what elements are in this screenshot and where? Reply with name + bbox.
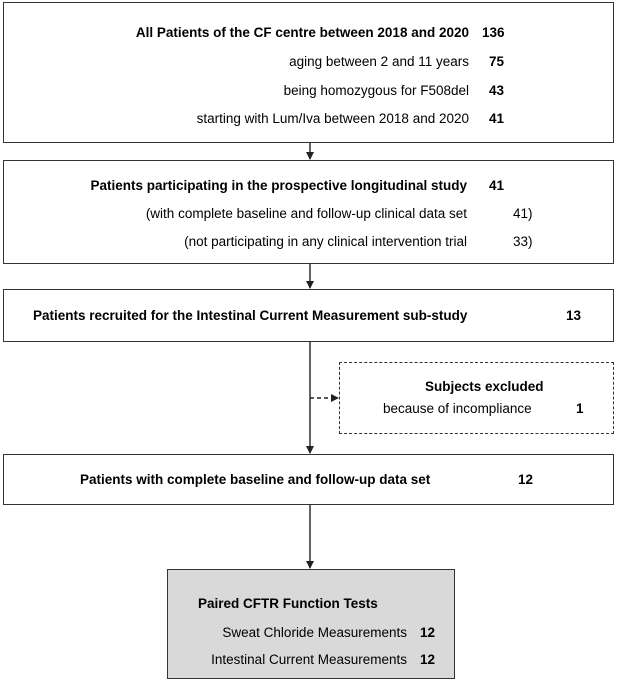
row-count: 13 bbox=[566, 308, 582, 323]
box-icm-substudy: Patients recruited for the Intestinal Cu… bbox=[3, 289, 614, 342]
row-count: 41 bbox=[489, 111, 505, 126]
row-count: 41 bbox=[489, 178, 505, 193]
box-complete-data: Patients with complete baseline and foll… bbox=[3, 454, 614, 505]
row-label: being homozygous for F508del bbox=[283, 83, 469, 98]
row-label: because of incompliance bbox=[383, 401, 532, 416]
row-count: 75 bbox=[489, 54, 505, 69]
row-label: Subjects excluded bbox=[425, 379, 544, 394]
row-count: 41) bbox=[513, 206, 533, 221]
row-count: 12 bbox=[420, 652, 436, 667]
box-all-patients: All Patients of the CF centre between 20… bbox=[3, 2, 614, 143]
row-label: Patients recruited for the Intestinal Cu… bbox=[33, 308, 468, 323]
row-count: 136 bbox=[482, 25, 505, 40]
row-count: 43 bbox=[489, 83, 505, 98]
row-label: aging between 2 and 11 years bbox=[289, 54, 469, 69]
box-longitudinal-study: Patients participating in the prospectiv… bbox=[3, 160, 614, 264]
row-count: 12 bbox=[420, 625, 436, 640]
row-label: (not participating in any clinical inter… bbox=[184, 234, 467, 249]
row-label: All Patients of the CF centre between 20… bbox=[135, 25, 469, 40]
row-label: Intestinal Current Measurements bbox=[211, 652, 407, 667]
row-label: Patients with complete baseline and foll… bbox=[80, 472, 431, 487]
row-label: Paired CFTR Function Tests bbox=[198, 596, 378, 611]
row-label: Patients participating in the prospectiv… bbox=[90, 178, 467, 193]
box-cftr-tests: Paired CFTR Function Tests Sweat Chlorid… bbox=[167, 569, 455, 679]
row-label: (with complete baseline and follow-up cl… bbox=[145, 206, 467, 221]
row-count: 1 bbox=[576, 401, 584, 416]
row-label: Sweat Chloride Measurements bbox=[222, 625, 407, 640]
row-label: starting with Lum/Iva between 2018 and 2… bbox=[196, 111, 469, 126]
row-count: 33) bbox=[513, 234, 533, 249]
row-count: 12 bbox=[518, 472, 534, 487]
box-excluded: Subjects excluded because of incomplianc… bbox=[339, 362, 614, 434]
